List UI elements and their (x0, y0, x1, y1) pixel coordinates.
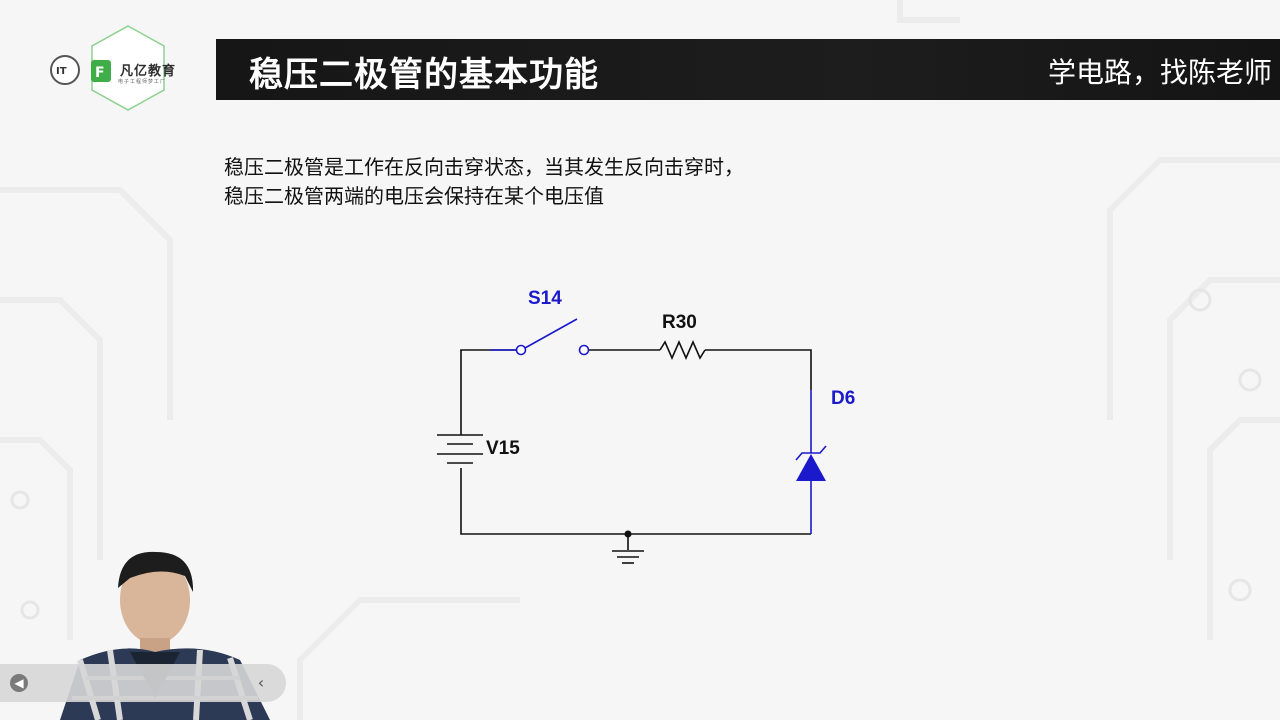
wire-left-lower (460, 468, 811, 535)
slogan: 学电路，找陈老师 (1047, 56, 1272, 89)
resistor (659, 340, 706, 360)
brand-tagline: 电子工程师梦工厂 (118, 79, 167, 85)
resistor-label: R30 (662, 312, 697, 333)
chevron-left-icon[interactable]: ‹ (257, 673, 265, 692)
diode-label: D6 (831, 388, 855, 409)
brand-logo: IT F (50, 25, 165, 111)
ground-node (624, 530, 632, 538)
svg-text:IT: IT (56, 66, 67, 77)
rewind-icon[interactable]: ◀ (10, 674, 28, 692)
switch-contact-right (578, 344, 590, 356)
switch-label: S14 (528, 288, 562, 309)
zener-triangle (796, 454, 826, 481)
source-label: V15 (486, 438, 520, 459)
circuit-diagram: S14 R30 D6 V15 (437, 288, 855, 564)
switch-contact-left (515, 344, 527, 356)
zener-cathode (795, 445, 827, 461)
description-line-1: 稳压二极管是工作在反向击穿状态，当其发生反向击穿时， (224, 155, 744, 179)
title-bar: 稳压二极管的基本功能 学电路，找陈老师 (216, 39, 1280, 100)
brand-name: 凡亿教育 (120, 64, 177, 79)
switch-blade (524, 318, 578, 349)
page-title: 稳压二极管的基本功能 (249, 55, 599, 95)
player-control-bar: ◀ ‹ (0, 664, 286, 702)
wire-top-end (705, 349, 812, 390)
description-line-2: 稳压二极管两端的电压会保持在某个电压值 (224, 184, 604, 208)
description: 稳压二极管是工作在反向击穿状态，当其发生反向击穿时， 稳压二极管两端的电压会保持… (224, 153, 744, 211)
svg-text:F: F (95, 65, 105, 81)
